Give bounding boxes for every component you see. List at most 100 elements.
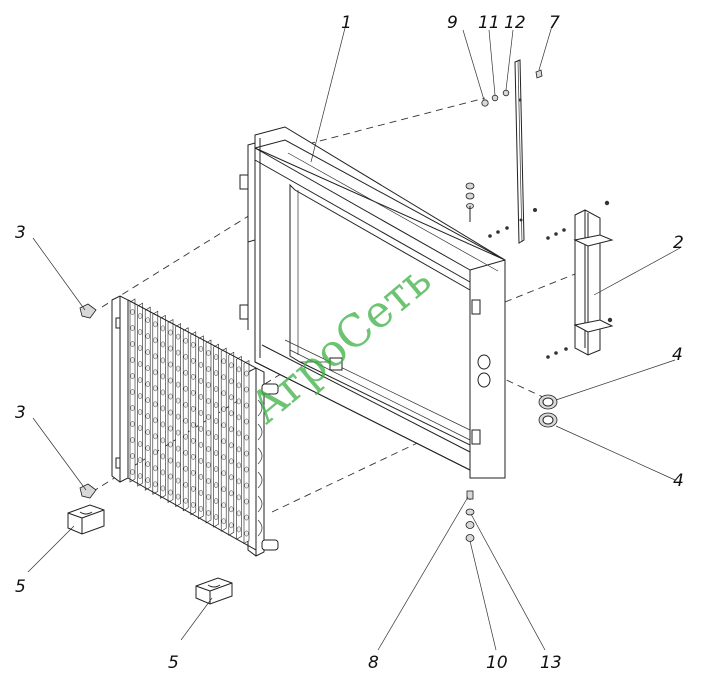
mounting-strip-part <box>514 59 525 244</box>
coil-tube-hole <box>175 333 181 340</box>
coil-tube-hole <box>213 498 219 504</box>
coil-tube-hole <box>175 413 181 420</box>
coil-tube-hole <box>130 453 135 459</box>
coil-tube-hole <box>183 401 188 408</box>
coil-tube-hole <box>160 373 166 380</box>
callout-labels: 1 2 3 3 4 4 5 5 7 8 9 10 11 12 13 <box>15 13 684 673</box>
coil-tube-hole <box>160 357 166 364</box>
coil-tube-hole <box>130 325 135 331</box>
coil-tube-hole <box>198 346 204 352</box>
callout-5-left: 5 <box>15 577 26 597</box>
coil-tube-hole <box>236 510 242 517</box>
coil-tube-hole <box>168 345 173 352</box>
coil-tube-hole <box>183 417 188 424</box>
coil-tube-hole <box>153 449 158 456</box>
coil-tube-hole <box>221 422 226 429</box>
coil-tube-hole <box>229 506 234 513</box>
coil-tube-hole <box>221 358 226 365</box>
coil-tube-hole <box>145 477 150 484</box>
coil-tube-hole <box>160 325 166 332</box>
coil-tube-hole <box>191 405 196 412</box>
coil-tube-hole <box>160 341 166 348</box>
coil-tube-hole <box>229 410 234 417</box>
coil-tube-hole <box>221 406 226 413</box>
coil-tube-hole <box>145 397 150 404</box>
coil-tube-hole <box>160 453 166 460</box>
coil-tube-hole <box>221 390 226 397</box>
coil-tube-hole <box>145 365 150 372</box>
coil-tube-hole <box>183 369 188 376</box>
coil-tube-hole <box>213 514 219 520</box>
coil-tube-hole <box>130 389 135 395</box>
coil-tube-hole <box>160 421 166 428</box>
coil-tube-hole <box>160 405 166 412</box>
callout-1: 1 <box>341 13 352 33</box>
callout-12: 12 <box>504 13 526 33</box>
coil-tube-hole <box>175 461 181 468</box>
coil-tube-hole <box>168 441 173 448</box>
coil-tube-hole <box>236 414 242 421</box>
coil-tube-hole <box>198 442 204 448</box>
coil-tube-hole <box>160 437 166 444</box>
coil-tube-hole <box>191 501 196 508</box>
coil-tube-hole <box>145 429 150 436</box>
coil-tube-hole <box>145 413 150 420</box>
coil-tube-hole <box>130 469 135 475</box>
coil-tube-hole <box>229 394 234 401</box>
coil-tube-hole <box>145 381 150 388</box>
coil-tube-hole <box>168 457 173 464</box>
callout-3-lower: 3 <box>15 403 26 423</box>
coil-tube-hole <box>153 481 158 488</box>
coil-tube-hole <box>137 377 143 383</box>
coil-tube-hole <box>221 470 226 477</box>
coil-tube-hole <box>229 426 234 433</box>
coil-tube-hole <box>244 418 249 425</box>
coil-tube-hole <box>145 445 150 452</box>
coil-tube-hole <box>130 405 135 411</box>
coil-tube-hole <box>168 329 173 336</box>
coil-tube-hole <box>191 389 196 396</box>
coil-tube-hole <box>160 469 166 476</box>
coil-tube-hole <box>183 433 188 440</box>
coil-tube-hole <box>213 466 219 472</box>
coil-tube-hole <box>145 349 150 356</box>
coil-tube-hole <box>221 486 226 493</box>
coil-tube-hole <box>206 382 211 388</box>
coil-tube-hole <box>236 462 242 469</box>
coil-tube-hole <box>153 401 158 408</box>
coil-tube-hole <box>145 461 150 468</box>
coil-tube-hole <box>236 478 242 485</box>
coil-tube-hole <box>244 482 249 489</box>
coil-tube-hole <box>236 446 242 453</box>
coil-tube-hole <box>236 526 242 533</box>
coil-tube-hole <box>137 473 143 479</box>
bracket-part <box>573 200 614 356</box>
foot-parts <box>67 504 233 605</box>
coil-tube-hole <box>236 494 242 501</box>
coil-tube-hole <box>137 329 143 335</box>
coil-tube-hole <box>229 458 234 465</box>
coil-tube-hole <box>168 393 173 400</box>
coil-tube-hole <box>206 350 211 356</box>
coil-tube-hole <box>244 530 249 537</box>
coil-tube-hole <box>198 426 204 432</box>
coil-tube-hole <box>198 410 204 416</box>
coil-tube-hole <box>206 446 211 452</box>
coil-tube-hole <box>168 377 173 384</box>
coil-tube-hole <box>206 494 211 500</box>
coil-tube-hole <box>229 474 234 481</box>
callout-13: 13 <box>540 653 562 673</box>
coil-tube-hole <box>244 386 249 393</box>
coil-tube-hole <box>191 341 196 348</box>
coil-tube-hole <box>168 361 173 368</box>
callout-4-lower: 4 <box>673 471 684 491</box>
coil-tube-hole <box>183 465 188 472</box>
coil-tube-hole <box>175 365 181 372</box>
coil-tube-hole <box>206 462 211 468</box>
coil-tube-hole <box>236 366 242 373</box>
coil-tube-hole <box>183 449 188 456</box>
coil-tube-hole <box>175 493 181 500</box>
coil-tube-hole <box>130 373 135 379</box>
coil-tube-hole <box>183 497 188 504</box>
